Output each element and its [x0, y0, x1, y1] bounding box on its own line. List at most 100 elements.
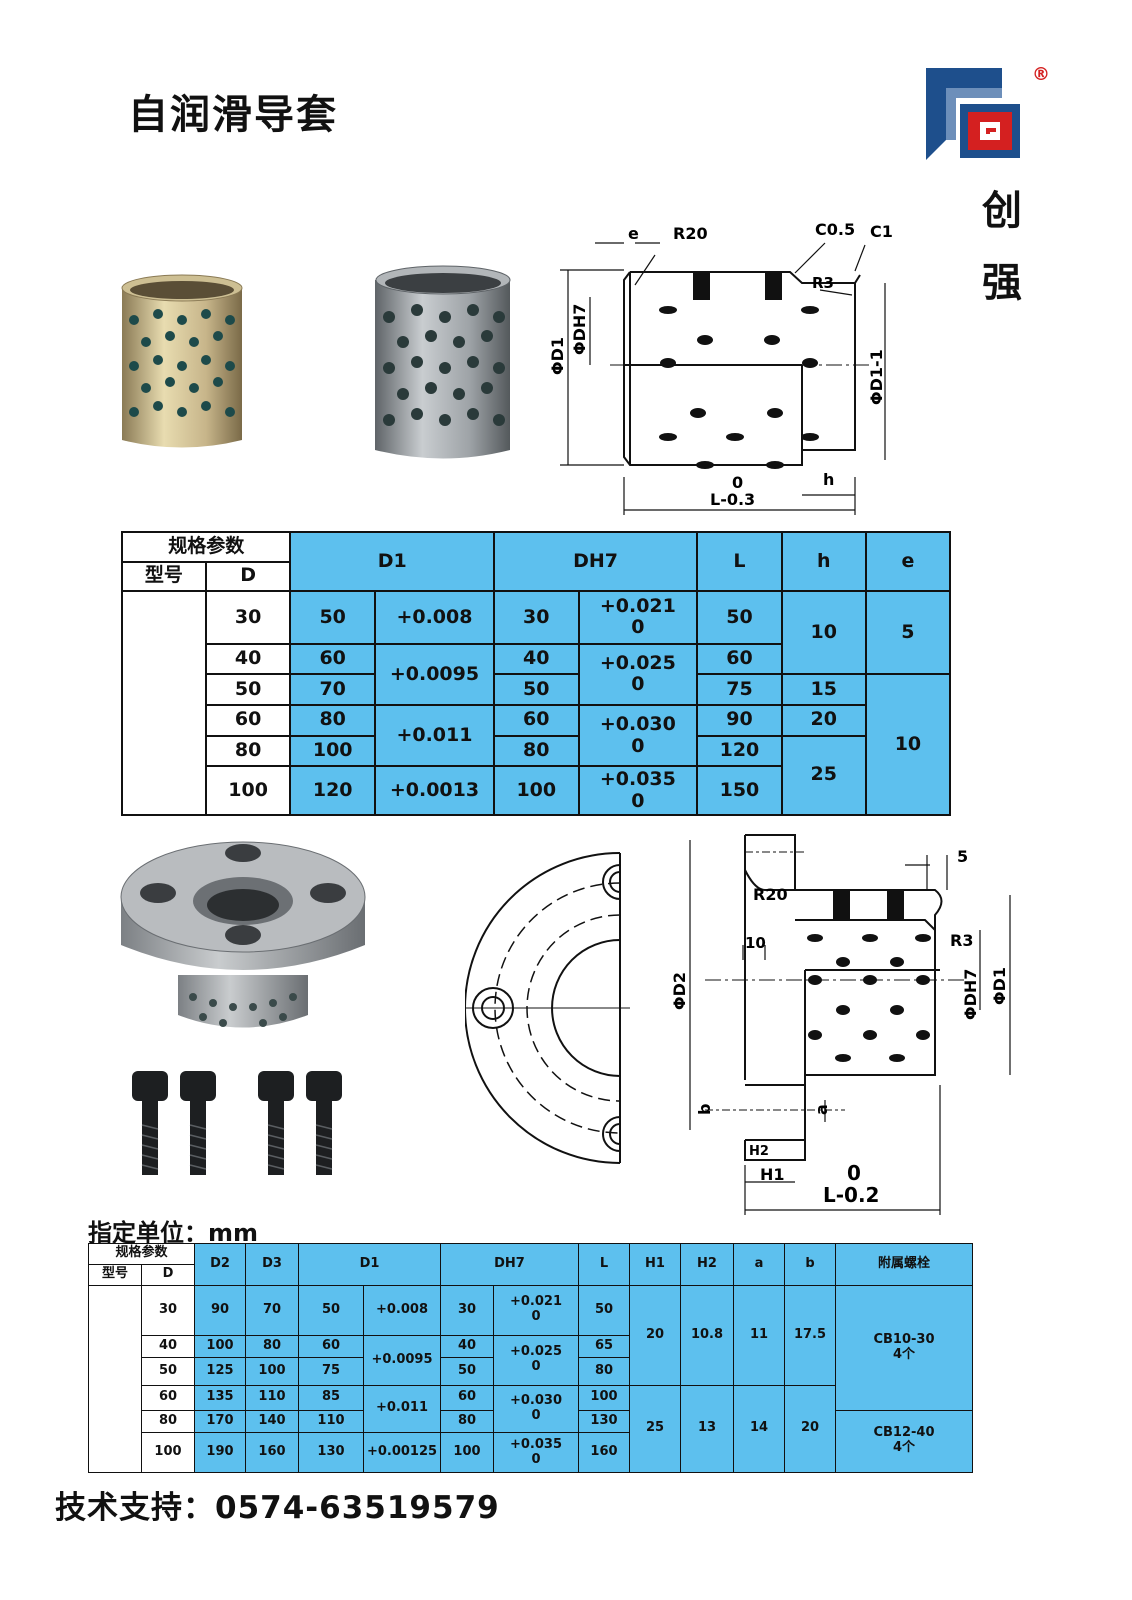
col-l: L: [696, 530, 783, 593]
label-r3: R3: [950, 931, 973, 950]
cell-d1-tol: +0.008: [373, 590, 496, 645]
cell-d1: 85: [298, 1384, 364, 1411]
model-cell: [121, 590, 207, 816]
cell-d1: 80: [289, 704, 376, 737]
label-r3: R3: [812, 274, 834, 292]
spec-table-flange: 规格参数 D2 D3 D1 DH7 L H1 H2 a b 附属螺栓 型号 D …: [88, 1243, 973, 1474]
cell-d3: 160: [245, 1432, 299, 1473]
label-r20: R20: [673, 224, 708, 243]
table-row: 50 125 100 75 50 80: [89, 1357, 973, 1386]
cell-l: 100: [578, 1384, 630, 1411]
cell-e: 10: [864, 673, 952, 816]
label-tol-0: 0: [847, 1161, 861, 1185]
cell-b: 20: [784, 1384, 836, 1474]
cell-d: 80: [204, 734, 292, 768]
cell-h: 10: [780, 590, 867, 676]
cell-d1: 50: [298, 1284, 364, 1336]
label-phi-dh7: ΦDH7: [570, 304, 589, 355]
cell-l: 50: [578, 1284, 630, 1336]
table-row: 50 70 50 75 15 10: [122, 673, 952, 816]
cell-d: 60: [204, 704, 292, 737]
cell-d1: 130: [298, 1432, 364, 1473]
cell-d1: 60: [298, 1334, 364, 1359]
unit-note: 指定单位：mm: [88, 1219, 259, 1247]
col-d1: D1: [298, 1243, 441, 1286]
label-phi-dh7: ΦDH7: [961, 969, 980, 1020]
cell-h: 25: [780, 734, 867, 817]
cell-d1-tol: +0.0095: [373, 642, 496, 707]
label-phi-d1: ΦD1: [548, 337, 567, 375]
cell-h2: 10.8: [680, 1284, 734, 1386]
brand-char-1: 创: [982, 188, 1022, 234]
label-c05: C0.5: [815, 220, 855, 239]
cell-l: 130: [578, 1409, 630, 1434]
col-dh7: DH7: [492, 530, 699, 593]
cell-d: 100: [204, 765, 292, 816]
cell-dh7: 40: [440, 1334, 494, 1359]
col-e: e: [864, 530, 952, 593]
cell-d1: 60: [289, 642, 376, 676]
bronze-bushing-image: [121, 274, 243, 448]
col-d: D: [204, 560, 292, 593]
cell-d: 40: [141, 1334, 195, 1359]
col-h1: H1: [629, 1243, 681, 1286]
tech-support-phone: 技术支持：0574-63519579: [55, 1490, 500, 1526]
cell-h2: 13: [680, 1384, 734, 1474]
cell-d1-tol: +0.008: [363, 1284, 441, 1336]
cell-d2: 125: [194, 1357, 246, 1386]
col-d2: D2: [194, 1243, 246, 1286]
flange-section-drawing: 5 R20 10 R3 ΦD2 ΦDH7 ΦD1 b a H2 H1 0 L-0…: [670, 834, 1011, 1215]
cell-d1: 100: [289, 734, 376, 768]
cell-d1: 50: [289, 590, 376, 645]
cell-d: 80: [141, 1409, 195, 1434]
cell-d1-tol: +0.0095: [363, 1334, 441, 1386]
cell-d: 30: [204, 590, 292, 645]
cell-d: 50: [204, 673, 292, 707]
label-h: h: [823, 470, 834, 489]
col-model: 型号: [88, 1263, 142, 1286]
cell-l: 90: [696, 704, 783, 737]
cell-dh7: 60: [493, 704, 580, 737]
col-b: b: [784, 1243, 836, 1286]
col-d: D: [141, 1263, 195, 1286]
col-d1: D1: [289, 530, 495, 593]
flange-front-view-drawing: [465, 852, 630, 1164]
cell-d1: 110: [298, 1409, 364, 1434]
spec-header: 规格参数: [88, 1243, 195, 1265]
label-h2: H2: [749, 1144, 769, 1159]
label-tol-0: 0: [732, 473, 743, 492]
spec-header: 规格参数: [120, 531, 292, 563]
spec-table-standard: 规格参数 D1 DH7 L h e 型号 D 30 50 +0.008 30 +…: [120, 530, 952, 817]
cell-d3: 70: [245, 1284, 299, 1336]
cell-l: 65: [578, 1334, 630, 1359]
cell-l: 80: [578, 1357, 630, 1386]
cell-d: 50: [141, 1357, 195, 1386]
cell-d3: 110: [245, 1384, 299, 1411]
label-h1: H1: [760, 1165, 785, 1184]
cell-l: 120: [696, 734, 783, 768]
label-phi-d1-1: ΦD1-1: [867, 349, 886, 405]
cell-e: 5: [864, 590, 952, 676]
label-phi-d1: ΦD1: [990, 967, 1009, 1005]
cell-d1-tol: +0.011: [373, 704, 496, 768]
label-b: b: [695, 1104, 714, 1115]
label-5: 5: [957, 847, 968, 866]
cell-d1: 75: [298, 1357, 364, 1386]
cell-l: 150: [696, 765, 783, 816]
registered-mark: ®: [1032, 64, 1050, 85]
model-cell: [88, 1284, 142, 1474]
brand-logo: ®: [926, 64, 1050, 160]
cell-d2: 100: [194, 1334, 246, 1359]
label-r20: R20: [753, 885, 788, 904]
